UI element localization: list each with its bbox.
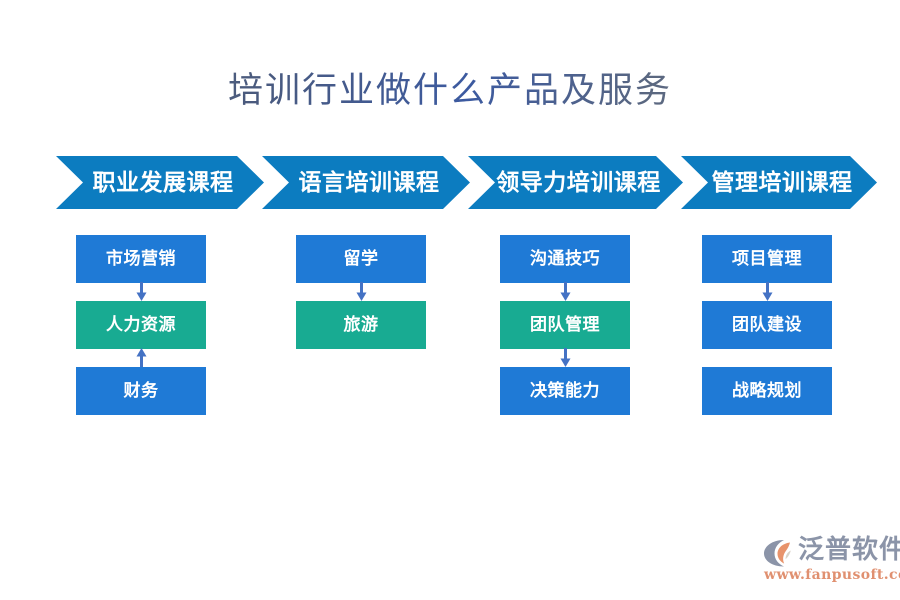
chevron-header-label: 职业发展课程 [92,169,234,196]
category-columns: 市场营销人力资源财务 留学旅游 沟通技巧团队管理决策能力 项目管理团队建设战略规划 [0,233,900,415]
node-label: 沟通技巧 [530,248,600,269]
node-label: 人力资源 [106,314,176,335]
arrow-up-icon [136,348,147,367]
node-label: 决策能力 [530,380,600,401]
fanpu-swoosh-icon [762,538,798,568]
node-box[interactable]: 项目管理 [702,235,832,283]
arrow-down-icon [560,348,571,367]
arrow-down-icon [762,282,773,301]
logo-url: www.fanpusoft.com [764,567,900,583]
node-label: 财务 [123,380,159,401]
node-box[interactable]: 团队建设 [702,301,832,349]
node-box[interactable]: 市场营销 [76,235,206,283]
node-label: 战略规划 [732,380,802,401]
node-box[interactable]: 沟通技巧 [500,235,630,283]
node-label: 留学 [343,248,379,269]
chevron-header-0[interactable]: 职业发展课程 [56,156,264,209]
arrow-down-icon [560,282,571,301]
page-title: 培训行业做什么产品及服务 [0,68,900,114]
arrow-down-icon [136,282,147,301]
node-box[interactable]: 旅游 [296,301,426,349]
node-label: 市场营销 [106,248,176,269]
node-box[interactable]: 留学 [296,235,426,283]
node-box[interactable]: 战略规划 [702,367,832,415]
chevron-header-label: 管理培训课程 [711,169,853,196]
node-box[interactable]: 决策能力 [500,367,630,415]
node-label: 团队建设 [732,314,802,335]
chevron-header-3[interactable]: 管理培训课程 [681,156,877,209]
node-box[interactable]: 人力资源 [76,301,206,349]
chevron-header-label: 语言培训课程 [298,169,440,196]
node-label: 团队管理 [530,314,600,335]
chevron-header-1[interactable]: 语言培训课程 [262,156,470,209]
arrow-down-icon [356,282,367,301]
node-label: 旅游 [343,314,379,335]
chevron-header-2[interactable]: 领导力培训课程 [468,156,683,209]
logo-wordmark: 泛普软件 [798,535,900,565]
node-label: 项目管理 [732,248,802,269]
chevron-header-label: 领导力培训课程 [496,169,661,196]
node-box[interactable]: 团队管理 [500,301,630,349]
logo: 泛普软件 www.fanpusoft.com [762,534,900,586]
chevron-header-band: 职业发展课程 语言培训课程 领导力培训课程 管理培训课程 [0,156,900,212]
node-box[interactable]: 财务 [76,367,206,415]
